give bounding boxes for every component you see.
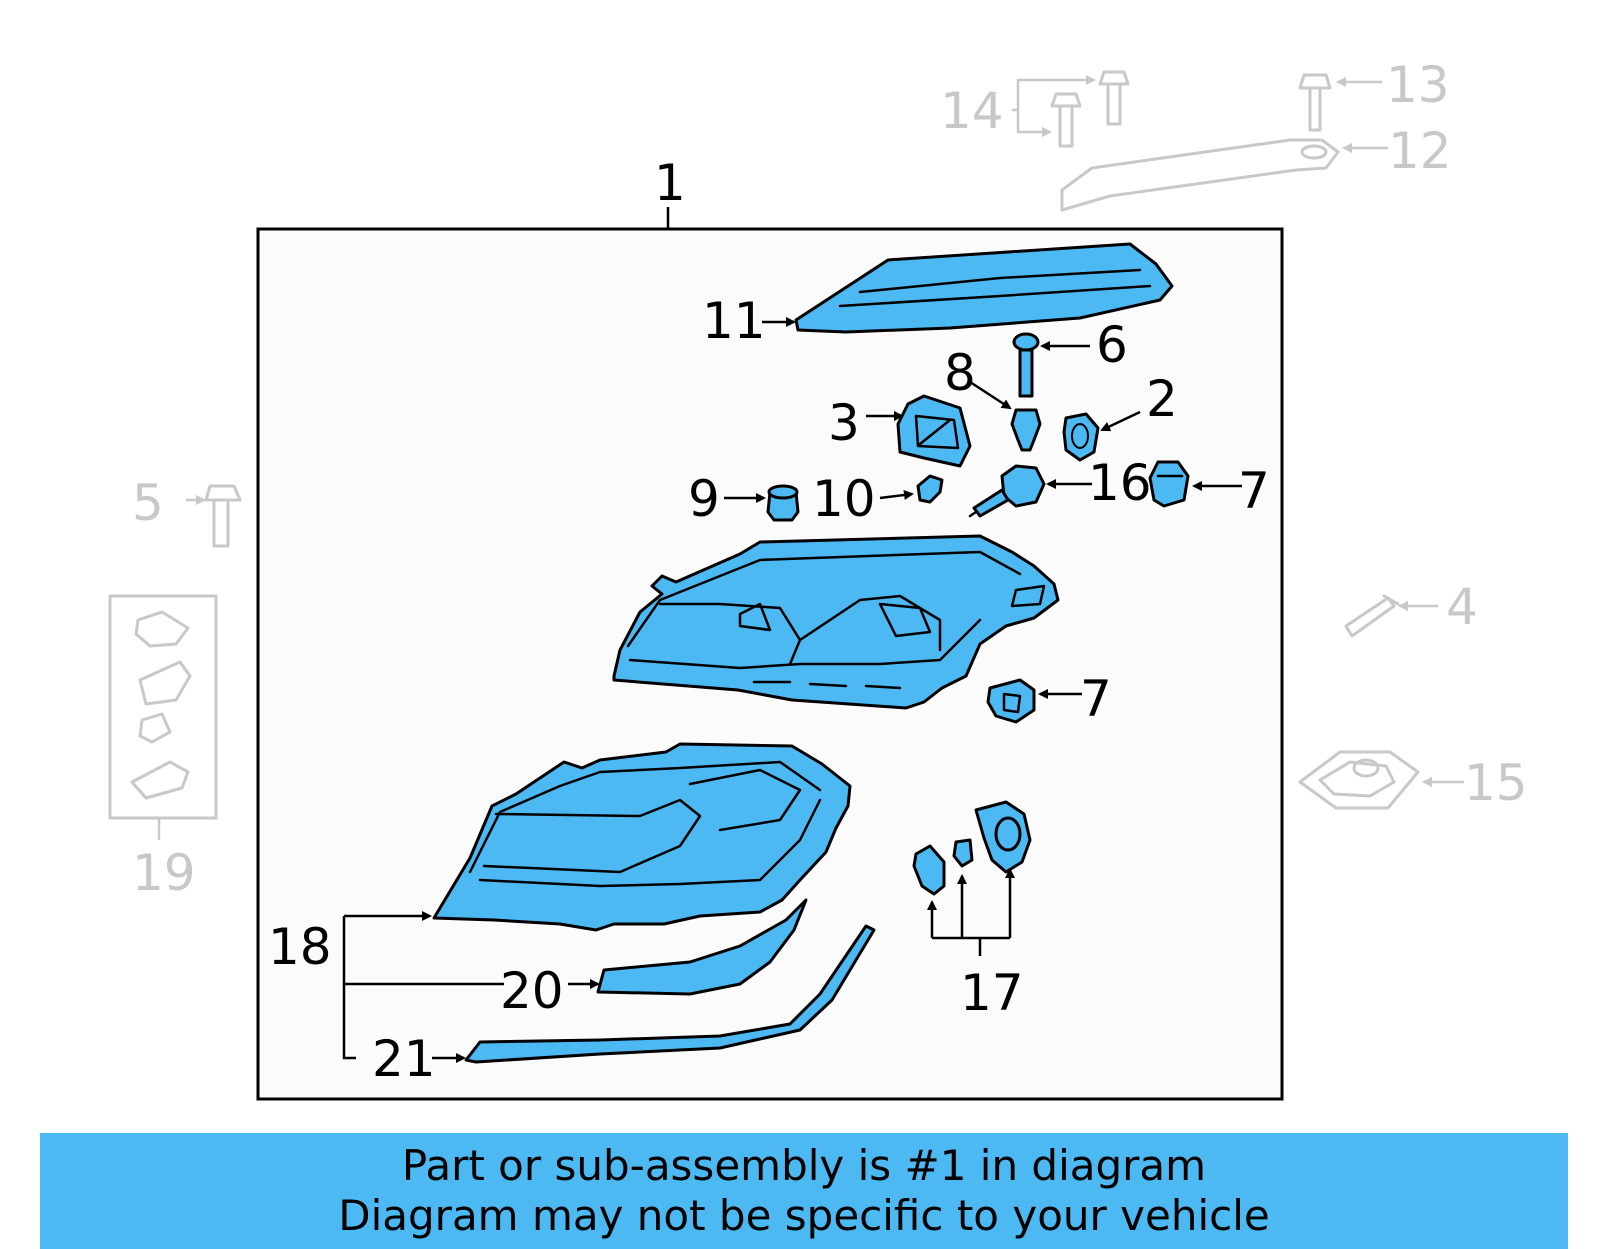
bolt-4 <box>1344 594 1438 638</box>
banner-line-1: Part or sub-assembly is #1 in diagram <box>401 1141 1207 1190</box>
label-20: 20 <box>500 962 564 1020</box>
banner-line-2: Diagram may not be specific to your vehi… <box>338 1191 1270 1240</box>
part-8-clip <box>969 380 1042 452</box>
label-14: 14 <box>940 82 1004 140</box>
part-3-module <box>866 394 972 468</box>
bolt-5 <box>186 484 242 548</box>
label-13: 13 <box>1386 56 1450 114</box>
label-16: 16 <box>1088 454 1152 512</box>
label-7-upper: 7 <box>1238 462 1270 520</box>
label-18: 18 <box>268 918 332 976</box>
label-6: 6 <box>1096 316 1128 374</box>
label-19: 19 <box>132 844 196 902</box>
label-11: 11 <box>702 292 766 350</box>
label-1: 1 <box>654 154 686 212</box>
label-2: 2 <box>1146 370 1178 428</box>
label-7-lower: 7 <box>1080 670 1112 728</box>
module-15 <box>1298 750 1464 810</box>
headlamp-housing <box>612 534 1060 710</box>
part-10-clip <box>879 474 944 504</box>
label-15: 15 <box>1464 754 1528 812</box>
label-4: 4 <box>1446 578 1478 636</box>
label-9: 9 <box>688 470 720 528</box>
trim-21 <box>432 924 876 1064</box>
sockets-17 <box>912 800 1032 956</box>
part-7-mount-lower <box>986 678 1082 724</box>
mount-bracket-12 <box>1060 138 1388 212</box>
label-3: 3 <box>828 394 860 452</box>
label-12: 12 <box>1388 122 1452 180</box>
part-6-bolt <box>1012 332 1090 398</box>
repair-kit-19 <box>108 594 218 840</box>
label-10: 10 <box>812 470 876 528</box>
label-5: 5 <box>132 474 164 532</box>
part-7-mount-upper <box>1148 460 1242 508</box>
label-8: 8 <box>944 344 976 402</box>
bolts-14 <box>1012 70 1130 148</box>
bolt-13 <box>1298 73 1382 132</box>
part-2-cap <box>1062 410 1141 462</box>
part-9-grommet <box>724 484 800 522</box>
lamp-housing-18 <box>432 742 852 932</box>
disclaimer-banner: Part or sub-assembly is #1 in diagram Di… <box>40 1133 1568 1249</box>
trim-20 <box>568 898 808 996</box>
part-11-trim <box>762 242 1174 334</box>
part-16-actuator <box>968 464 1092 518</box>
label-21: 21 <box>372 1030 436 1088</box>
label-17: 17 <box>960 964 1024 1022</box>
